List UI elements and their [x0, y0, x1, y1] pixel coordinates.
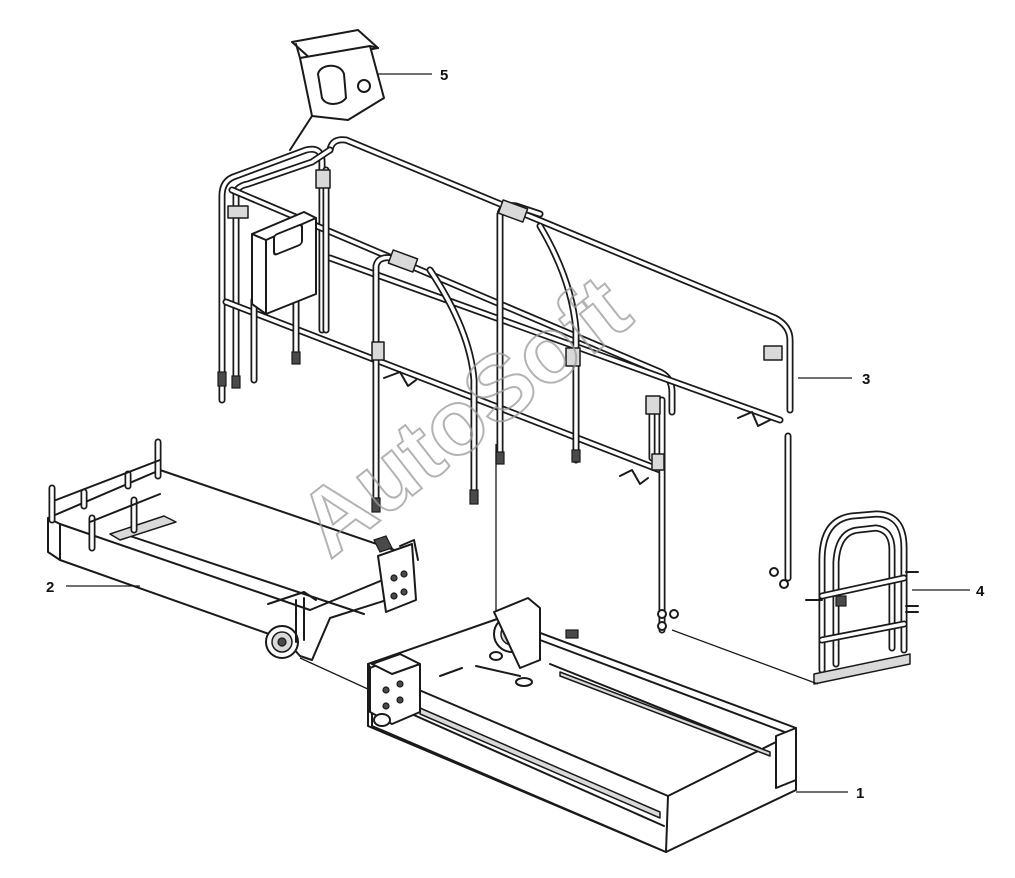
- part-5-control-box: [289, 29, 385, 151]
- callouts: 1 2 3 4 5: [46, 67, 985, 802]
- assembly-lines: [299, 444, 819, 691]
- callout-1: 1: [856, 785, 864, 802]
- callout-3: 3: [862, 371, 870, 388]
- part-1-base: [367, 597, 797, 853]
- callout-4: 4: [976, 583, 985, 600]
- callout-2: 2: [46, 579, 54, 596]
- part-2-upper-frame: [47, 438, 419, 661]
- part-4-gate: [805, 510, 919, 685]
- part-3-guard-rail: [217, 136, 794, 634]
- callout-5: 5: [440, 67, 448, 84]
